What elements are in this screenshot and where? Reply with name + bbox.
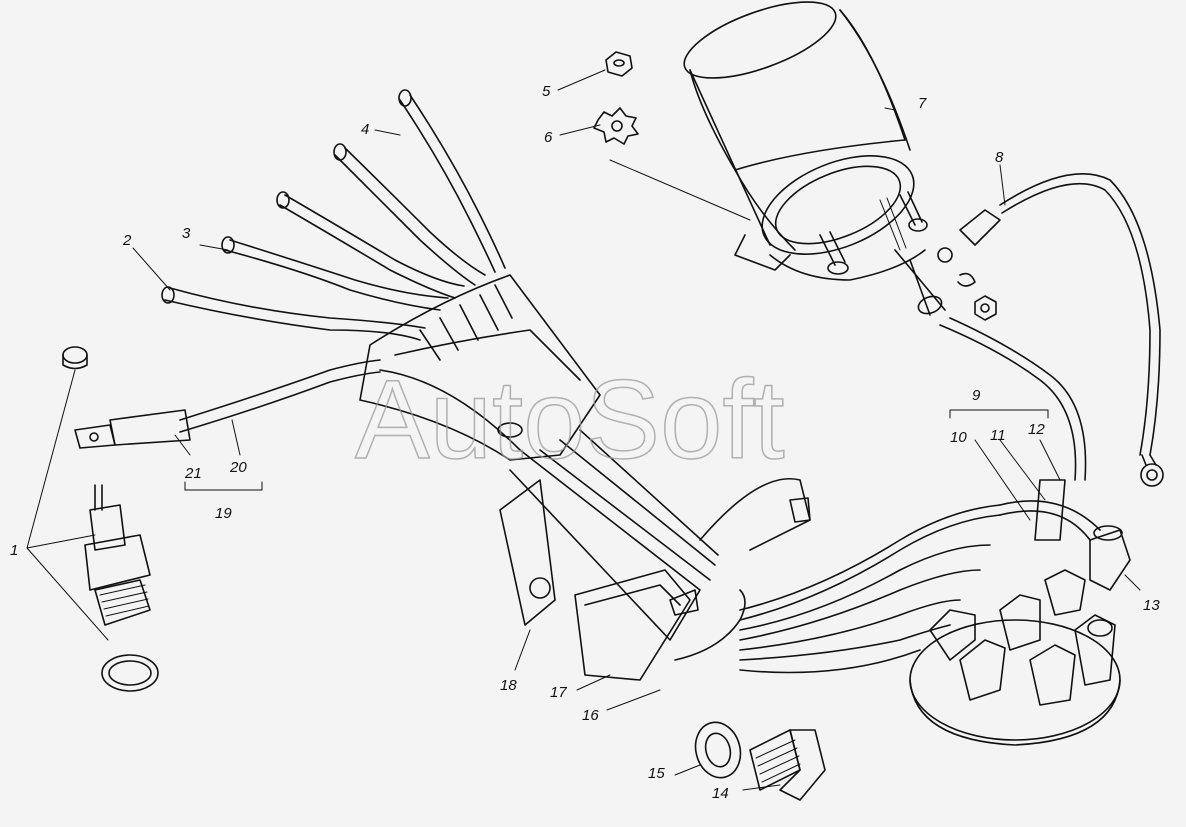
- distributor-leads: [739, 500, 1101, 674]
- star-washer: [593, 107, 639, 145]
- watermark: AutoSoft: [355, 357, 785, 482]
- callout-4: 4: [361, 121, 369, 138]
- leader-lines: [26, 69, 1141, 791]
- callout-11: 11: [990, 427, 1006, 444]
- spring-washer: [694, 721, 742, 779]
- callout-6: 6: [544, 129, 553, 146]
- spark-plug-leads: [161, 89, 506, 341]
- mounting-bolt: [749, 729, 826, 801]
- callout-20: 20: [229, 459, 247, 476]
- spark-plug: [62, 346, 159, 692]
- callout-2: 2: [122, 232, 132, 249]
- coil-ground-lead: [937, 173, 1164, 487]
- ground-lead: [74, 359, 381, 449]
- nut: [605, 51, 633, 77]
- callout-15: 15: [648, 765, 665, 782]
- callout-7: 7: [918, 95, 927, 112]
- lead-clamp: [574, 569, 746, 681]
- callout-5: 5: [542, 83, 551, 100]
- callout-21: 21: [184, 465, 202, 482]
- callout-19: 19: [215, 505, 232, 522]
- callout-1: 1: [10, 542, 18, 559]
- callout-12: 12: [1028, 421, 1045, 438]
- distributor-cap: [909, 569, 1121, 746]
- callout-9: 9: [972, 387, 981, 404]
- ht-connector: [1089, 525, 1131, 591]
- ignition-coil: [683, 1, 946, 316]
- callout-16: 16: [582, 707, 599, 724]
- lead-bracket: [359, 274, 811, 641]
- callout-3: 3: [182, 225, 191, 242]
- callout-17: 17: [550, 684, 567, 701]
- coil-ht-lead: [939, 317, 1087, 541]
- callout-8: 8: [995, 149, 1004, 166]
- callout-10: 10: [950, 429, 967, 446]
- callout-18: 18: [500, 677, 517, 694]
- callout-labels: 1 2 3 4 5 6 7 8 9 10 11 12 13 14 15 16 1…: [10, 83, 1160, 802]
- callout-13: 13: [1143, 597, 1160, 614]
- callout-14: 14: [712, 785, 729, 802]
